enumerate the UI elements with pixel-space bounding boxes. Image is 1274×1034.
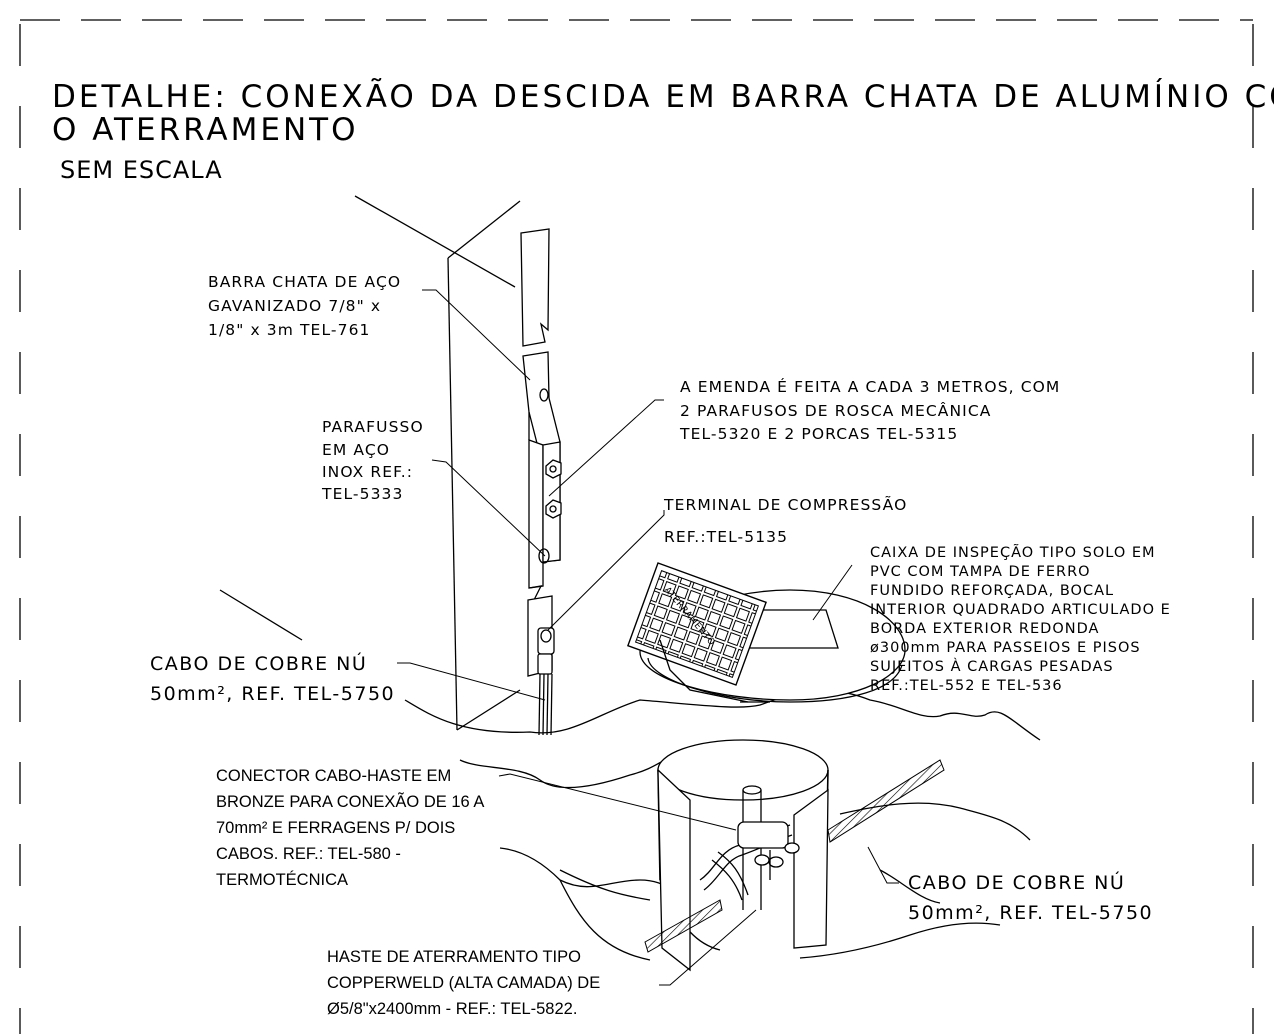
svg-text:CABOS. REF.: TEL-580 -: CABOS. REF.: TEL-580 - <box>216 845 401 863</box>
svg-text:REF.:TEL-552 E TEL-536: REF.:TEL-552 E TEL-536 <box>870 678 1063 694</box>
label-cabo-right: CABO DE COBRE NÚ 50mm², REF. TEL-5750 <box>908 870 1153 924</box>
svg-text:COPPERWELD (ALTA CAMADA) DE: COPPERWELD (ALTA CAMADA) DE <box>327 974 600 992</box>
svg-text:2 PARAFUSOS DE ROSCA MECÂNICA: 2 PARAFUSOS DE ROSCA MECÂNICA <box>680 401 991 420</box>
svg-text:CONECTOR CABO-HASTE EM: CONECTOR CABO-HASTE EM <box>216 767 451 785</box>
label-conector: CONECTOR CABO-HASTE EM BRONZE PARA CONEX… <box>216 767 484 889</box>
svg-text:50mm², REF. TEL-5750: 50mm², REF. TEL-5750 <box>908 902 1153 924</box>
svg-text:Ø5/8"x2400mm - REF.: TEL-5822.: Ø5/8"x2400mm - REF.: TEL-5822. <box>327 1000 577 1018</box>
bolt-lower <box>545 499 562 519</box>
label-haste: HASTE DE ATERRAMENTO TIPO COPPERWELD (AL… <box>327 948 600 1018</box>
svg-text:CABO DE COBRE NÚ: CABO DE COBRE NÚ <box>150 651 367 675</box>
svg-text:TERMOTÉCNICA: TERMOTÉCNICA <box>216 870 348 889</box>
svg-text:50mm², REF. TEL-5750: 50mm², REF. TEL-5750 <box>150 683 395 705</box>
scale-note: SEM ESCALA <box>60 156 223 184</box>
label-parafuso: PARAFUSSO EM AÇO INOX REF.: TEL-5333 <box>321 418 424 503</box>
svg-text:TEL-5333: TEL-5333 <box>321 485 403 503</box>
compression-terminal <box>537 627 555 675</box>
label-emenda: A EMENDA É FEITA A CADA 3 METROS, COM 2 … <box>679 377 1060 443</box>
svg-text:FUNDIDO REFORÇADA, BOCAL: FUNDIDO REFORÇADA, BOCAL <box>870 583 1114 599</box>
label-barra-chata: BARRA CHATA DE AÇO GAVANIZADO 7/8" x 1/8… <box>208 273 401 339</box>
cable-rod-connector <box>737 821 800 880</box>
bolt-inox <box>538 548 550 564</box>
bar-hole <box>539 388 549 402</box>
inspection-box: ATERRAMENTO <box>627 562 906 703</box>
label-cabo-left: CABO DE COBRE NÚ 50mm², REF. TEL-5750 <box>150 651 395 705</box>
svg-text:CABO DE COBRE NÚ: CABO DE COBRE NÚ <box>908 870 1125 894</box>
svg-text:PARAFUSSO: PARAFUSSO <box>322 418 424 436</box>
svg-text:TEL-5320 E 2 PORCAS TEL-5315: TEL-5320 E 2 PORCAS TEL-5315 <box>679 425 958 443</box>
ground-pit-cylinder <box>644 739 945 972</box>
label-terminal: TERMINAL DE COMPRESSÃO REF.:TEL-5135 <box>663 495 907 546</box>
svg-text:ø300mm PARA PASSEIOS E PISOS: ø300mm PARA PASSEIOS E PISOS <box>870 640 1141 656</box>
cast-iron-grate: ATERRAMENTO <box>627 562 767 686</box>
svg-text:HASTE DE ATERRAMENTO TIPO: HASTE DE ATERRAMENTO TIPO <box>327 948 581 966</box>
grounding-rod <box>742 785 762 910</box>
sheet-frame <box>19 19 1254 1034</box>
svg-text:TERMINAL DE COMPRESSÃO: TERMINAL DE COMPRESSÃO <box>663 495 907 514</box>
flat-bar-assembly <box>520 228 562 736</box>
leader-lines <box>397 289 899 986</box>
svg-text:GAVANIZADO 7/8" x: GAVANIZADO 7/8" x <box>208 297 381 315</box>
svg-text:INOX REF.:: INOX REF.: <box>322 463 413 481</box>
svg-text:BRONZE PARA CONEXÃO DE 16 A: BRONZE PARA CONEXÃO DE 16 A <box>216 791 484 811</box>
svg-text:1/8" x 3m TEL-761: 1/8" x 3m TEL-761 <box>208 321 371 339</box>
bolt-upper <box>545 459 562 479</box>
ground-surface-upper <box>404 689 1041 741</box>
wall-column <box>219 195 521 731</box>
title-line-2: O ATERRAMENTO <box>52 112 358 148</box>
svg-text:EM AÇO: EM AÇO <box>322 441 390 459</box>
svg-text:CAIXA DE INSPEÇÃO TIPO SOLO EM: CAIXA DE INSPEÇÃO TIPO SOLO EM <box>870 544 1156 561</box>
svg-text:SUJEITOS À CARGAS PESADAS: SUJEITOS À CARGAS PESADAS <box>870 658 1114 675</box>
label-caixa: CAIXA DE INSPEÇÃO TIPO SOLO EM PVC COM T… <box>870 544 1171 694</box>
svg-text:BORDA EXTERIOR REDONDA: BORDA EXTERIOR REDONDA <box>870 621 1099 637</box>
svg-text:PVC COM TAMPA DE FERRO: PVC COM TAMPA DE FERRO <box>870 564 1091 580</box>
svg-text:REF.:TEL-5135: REF.:TEL-5135 <box>664 528 788 546</box>
svg-text:70mm² E FERRAGENS P/ DOIS: 70mm² E FERRAGENS P/ DOIS <box>216 819 455 837</box>
svg-text:A EMENDA É FEITA A CADA 3 METR: A EMENDA É FEITA A CADA 3 METROS, COM <box>680 377 1060 396</box>
title-line-1: DETALHE: CONEXÃO DA DESCIDA EM BARRA CHA… <box>52 79 1274 115</box>
svg-text:BARRA CHATA DE AÇO: BARRA CHATA DE AÇO <box>208 273 401 291</box>
svg-text:INTERIOR QUADRADO ARTICULADO E: INTERIOR QUADRADO ARTICULADO E <box>870 602 1171 618</box>
